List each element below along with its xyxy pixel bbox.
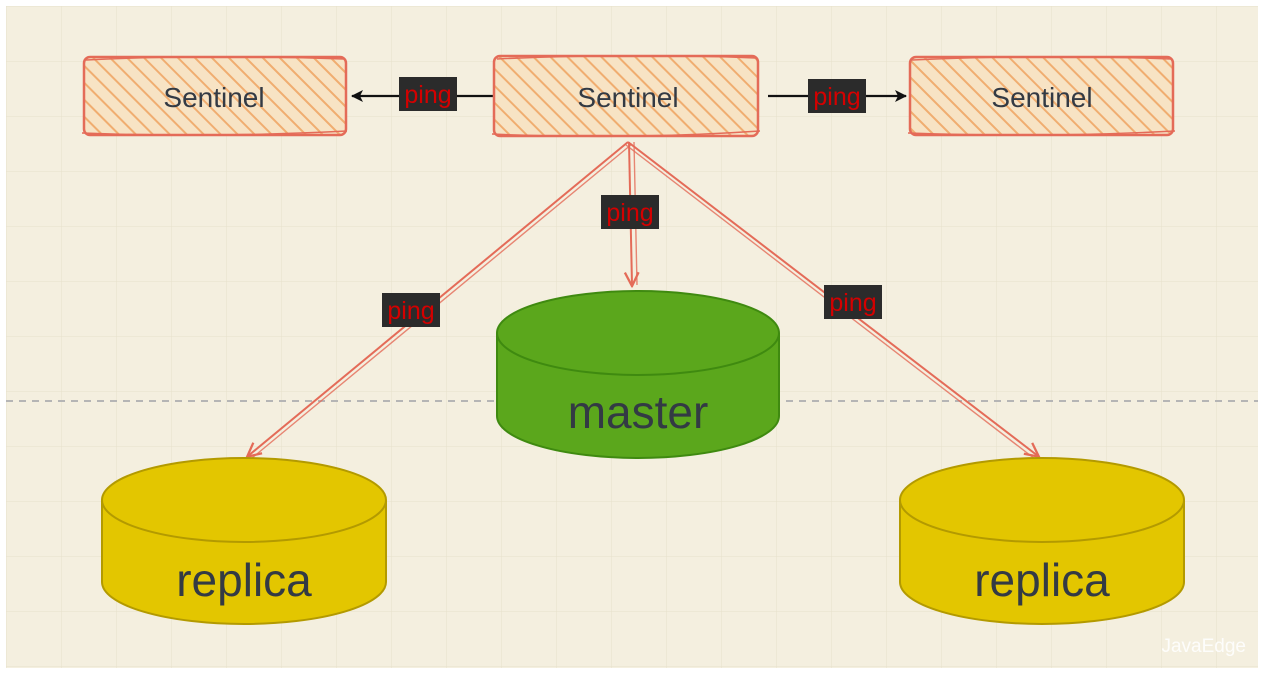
- sentinel-center-label: Sentinel: [577, 82, 678, 113]
- ping-master-text: ping: [606, 199, 653, 227]
- ping-replica-right-text: ping: [829, 289, 876, 317]
- ping-label-replica-left: ping: [382, 293, 440, 327]
- replica-left-node: replica: [101, 457, 387, 625]
- master-node: master: [496, 290, 780, 459]
- sentinel-right-node: Sentinel: [907, 55, 1176, 137]
- replica-left-label: replica: [176, 554, 312, 606]
- sentinel-center-node: Sentinel: [491, 54, 761, 138]
- ping-right-text: ping: [813, 83, 860, 111]
- replica-right-node: replica: [899, 457, 1185, 625]
- replica-right-label: replica: [974, 554, 1110, 606]
- ping-replica-left-text: ping: [387, 297, 434, 325]
- master-label: master: [568, 386, 709, 438]
- ping-label-left: ping: [399, 77, 457, 111]
- sentinel-right-label: Sentinel: [991, 82, 1092, 113]
- ping-label-right: ping: [808, 79, 866, 113]
- ping-left-text: ping: [404, 81, 451, 109]
- watermark: JavaEdge: [1161, 636, 1246, 657]
- sentinel-left-node: Sentinel: [81, 55, 348, 137]
- sentinel-left-label: Sentinel: [163, 82, 264, 113]
- ping-label-replica-right: ping: [824, 285, 882, 319]
- ping-label-master: ping: [601, 195, 659, 229]
